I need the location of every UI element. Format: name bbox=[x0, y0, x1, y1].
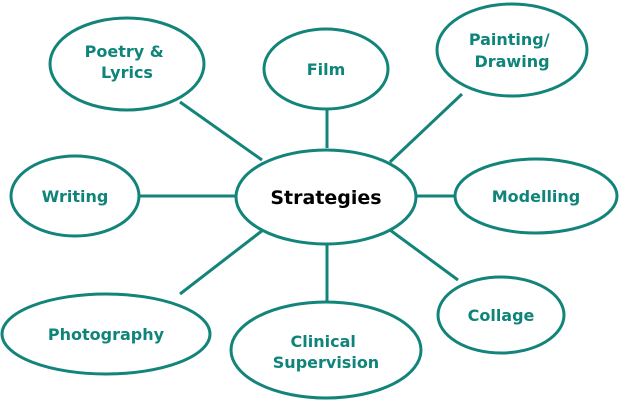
connector-collage bbox=[389, 228, 459, 282]
clinical-label-line-2: Supervision bbox=[273, 353, 379, 372]
photography-label: Photography bbox=[48, 325, 165, 344]
painting-label-line-2: Drawing bbox=[474, 52, 549, 71]
poetry-label-line-1: Poetry & bbox=[85, 42, 164, 61]
painting-label: Painting/ Drawing bbox=[469, 30, 555, 71]
node-film: Film bbox=[262, 27, 390, 111]
painting-ellipse bbox=[435, 2, 589, 98]
node-modelling: Modelling bbox=[453, 157, 619, 235]
center-ellipse bbox=[234, 148, 418, 246]
collage-label: Collage bbox=[468, 306, 535, 325]
center-label: Strategies bbox=[270, 187, 381, 209]
poetry-label: Poetry & Lyrics bbox=[85, 42, 170, 82]
node-writing: Writing bbox=[9, 154, 141, 238]
node-poetry: Poetry & Lyrics bbox=[48, 16, 206, 112]
clinical-ellipse bbox=[229, 300, 423, 400]
photography-ellipse bbox=[0, 292, 212, 376]
node-photography: Photography bbox=[0, 292, 212, 376]
film-label: Film bbox=[307, 60, 346, 79]
writing-ellipse bbox=[9, 154, 141, 238]
modelling-ellipse bbox=[453, 157, 619, 235]
node-collage: Collage bbox=[436, 275, 566, 355]
clinical-label: Clinical Supervision bbox=[273, 332, 379, 372]
center-node: Strategies bbox=[234, 148, 418, 246]
clinical-label-line-1: Clinical bbox=[291, 332, 356, 351]
connector-lines bbox=[140, 92, 464, 302]
modelling-label: Modelling bbox=[492, 187, 581, 206]
connector-photography bbox=[179, 228, 264, 296]
collage-ellipse bbox=[436, 275, 566, 355]
connector-poetry bbox=[179, 100, 263, 162]
film-ellipse bbox=[262, 27, 390, 111]
poetry-label-line-2: Lyrics bbox=[101, 63, 153, 82]
connector-painting bbox=[388, 92, 464, 164]
node-clinical: Clinical Supervision bbox=[229, 300, 423, 400]
node-painting: Painting/ Drawing bbox=[435, 2, 589, 98]
poetry-ellipse bbox=[48, 16, 206, 112]
painting-label-line-1: Painting/ bbox=[469, 30, 550, 49]
writing-label: Writing bbox=[42, 187, 109, 206]
